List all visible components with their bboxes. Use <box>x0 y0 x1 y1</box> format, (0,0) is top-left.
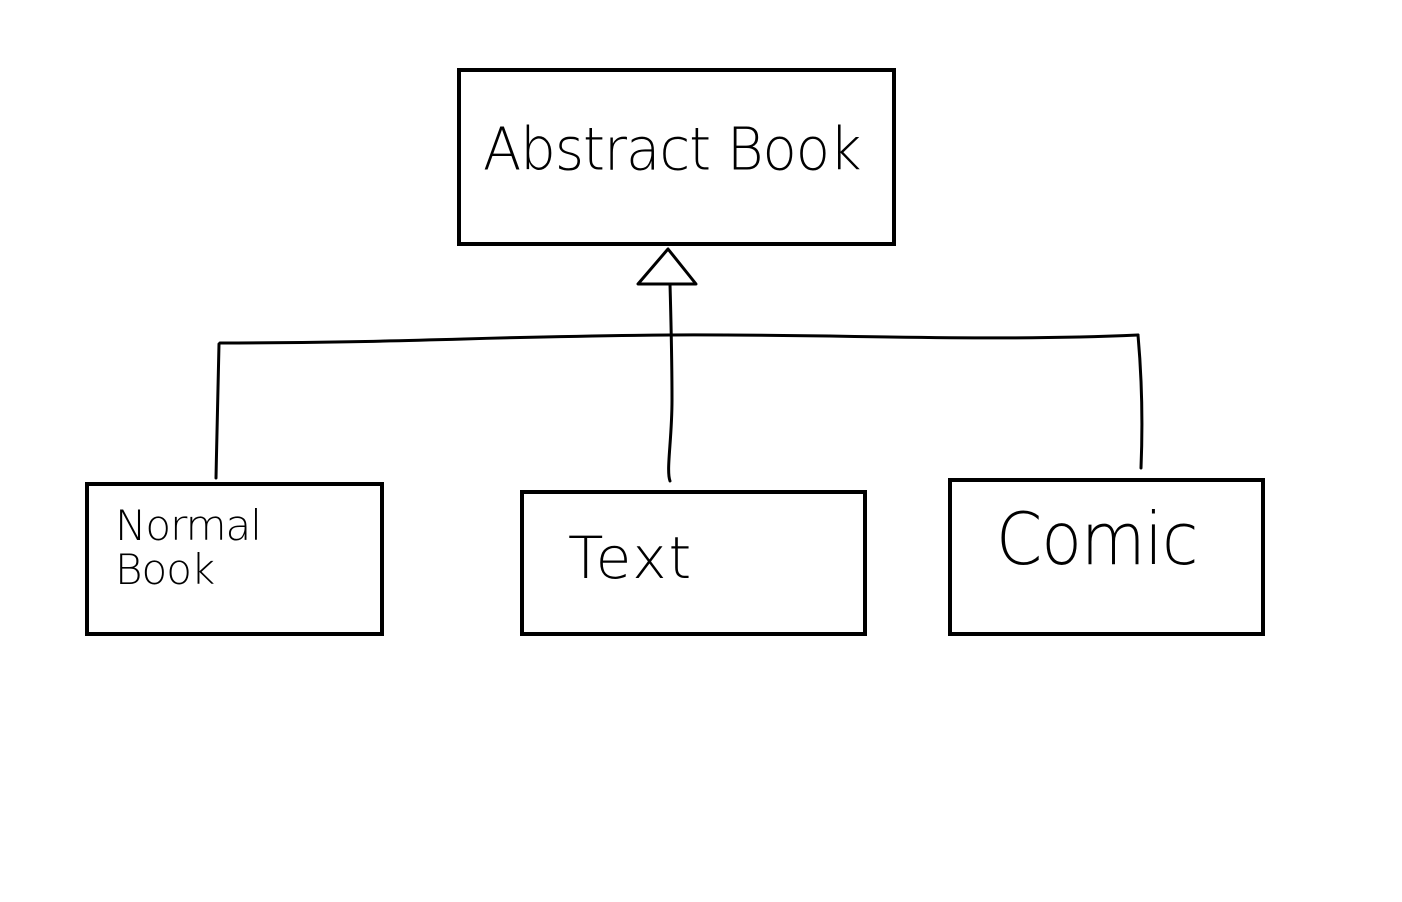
class-box-comic: Comic <box>948 478 1265 636</box>
edge-text-to-abstract-book <box>667 282 674 483</box>
class-label-text: Text <box>568 524 694 592</box>
connector-bus <box>218 333 1140 345</box>
generalization-arrowhead <box>636 247 698 286</box>
class-box-normal-book: Normal Book <box>85 482 384 636</box>
edge-comic-to-abstract-book <box>1136 333 1144 470</box>
class-box-abstract-book: Abstract Book <box>457 68 896 246</box>
edge-normal-book-to-abstract-book <box>214 342 221 480</box>
class-label-abstract-book: Abstract Book <box>483 115 861 185</box>
class-box-text: Text <box>520 490 867 636</box>
class-label-comic: Comic <box>996 497 1198 581</box>
class-label-normal-book: Normal Book <box>115 501 262 595</box>
